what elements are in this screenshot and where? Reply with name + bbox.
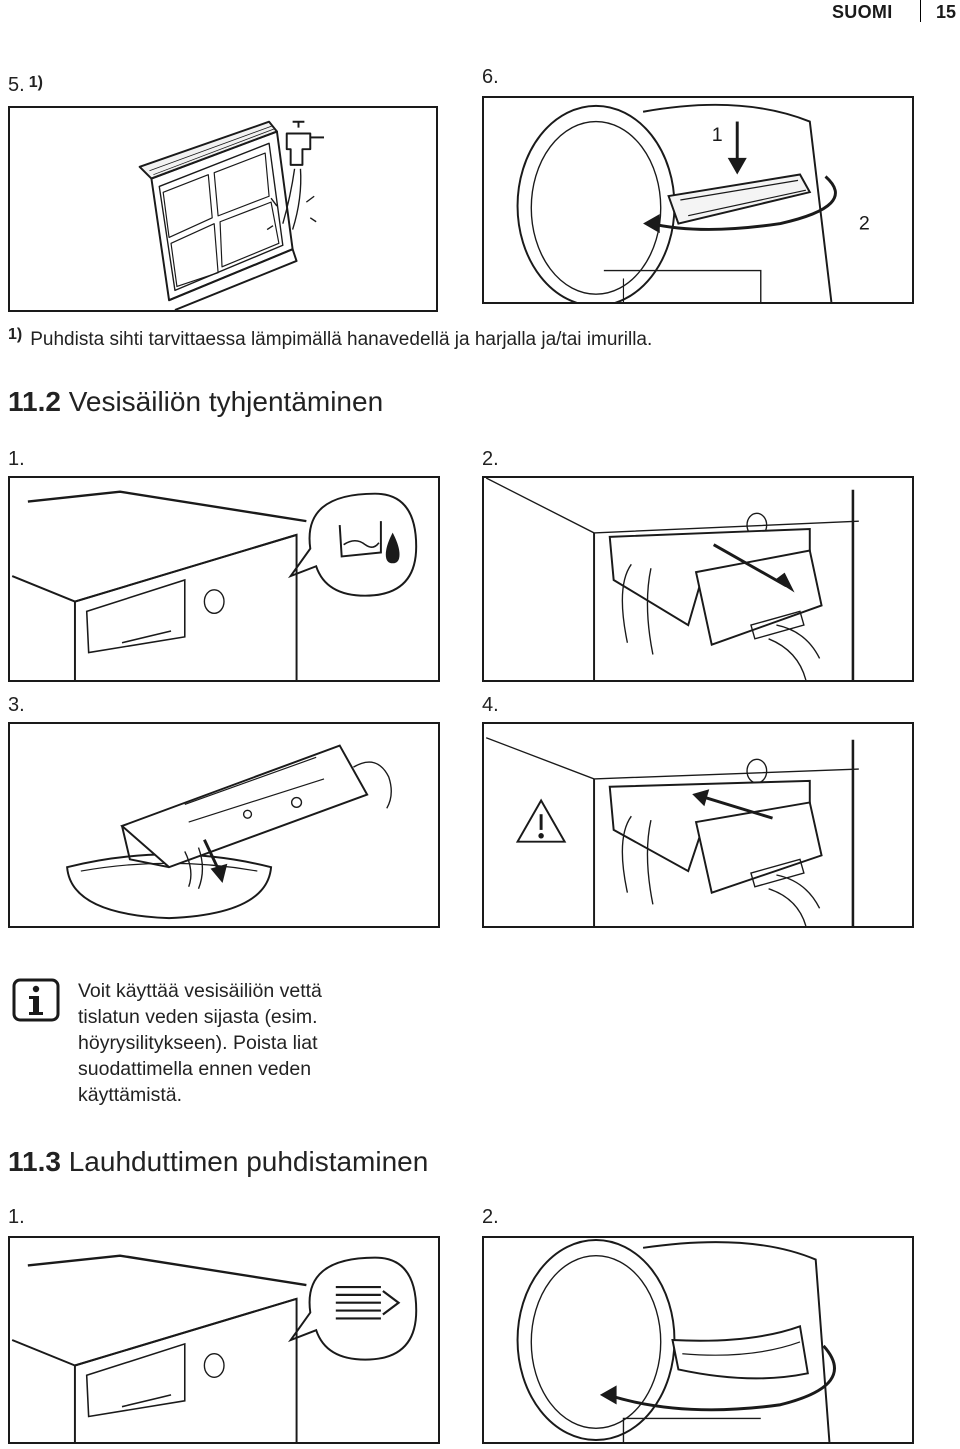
header-language: SUOMI xyxy=(832,2,893,22)
tank-reinsert-illustration xyxy=(485,737,859,926)
callout-2: 2 xyxy=(859,212,870,234)
tank-step-4-panel xyxy=(482,722,914,928)
footnote-mark: 1) xyxy=(8,326,23,343)
footnote-ref: 1) xyxy=(28,74,43,91)
condenser-indicator-illustration xyxy=(11,1254,418,1442)
tank-pull-out-illustration xyxy=(485,478,859,680)
condenser-step-label-1: 1. xyxy=(8,1206,25,1228)
header-divider xyxy=(920,0,921,22)
page-number: 15 xyxy=(936,2,957,22)
tank-step-1-panel xyxy=(8,476,440,682)
step-label-4: 4. xyxy=(482,694,499,716)
step-label-2: 2. xyxy=(482,448,499,470)
figure-6-filter-insert: 1 2 xyxy=(482,96,914,304)
info-icon xyxy=(12,978,60,1022)
footnote: 1) Puhdista sihti tarvittaessa lämpimällä… xyxy=(8,326,652,351)
figure-5-label: 5.1) xyxy=(8,74,43,96)
figure-5-filter-rinse xyxy=(8,106,438,312)
step-label-3: 3. xyxy=(8,694,25,716)
info-note-text: Voit käyttää vesisäiliön vettä tislatun … xyxy=(78,980,322,1106)
tank-empty-illustration xyxy=(66,744,392,920)
figure-6-label: 6. xyxy=(482,66,499,88)
step-label-1: 1. xyxy=(8,448,25,470)
section-11-3-heading: 11.3 Lauhduttimen puhdistaminen xyxy=(8,1146,429,1177)
condenser-step-1-panel xyxy=(8,1236,440,1444)
condenser-step-label-2: 2. xyxy=(482,1206,499,1228)
filter-insert-illustration: 1 2 xyxy=(516,103,870,302)
footnote-text: Puhdista sihti tarvittaessa lämpimällä h… xyxy=(30,329,653,350)
filter-rinse-illustration xyxy=(138,120,324,310)
tank-indicator-illustration xyxy=(11,490,418,680)
tank-step-2-panel xyxy=(482,476,914,682)
condenser-door-illustration xyxy=(516,1238,836,1442)
condenser-step-2-panel xyxy=(482,1236,914,1444)
callout-1: 1 xyxy=(712,124,723,146)
tank-step-3-panel xyxy=(8,722,440,928)
section-11-2-heading: 11.2 Vesisäiliön tyhjentäminen xyxy=(8,386,384,417)
